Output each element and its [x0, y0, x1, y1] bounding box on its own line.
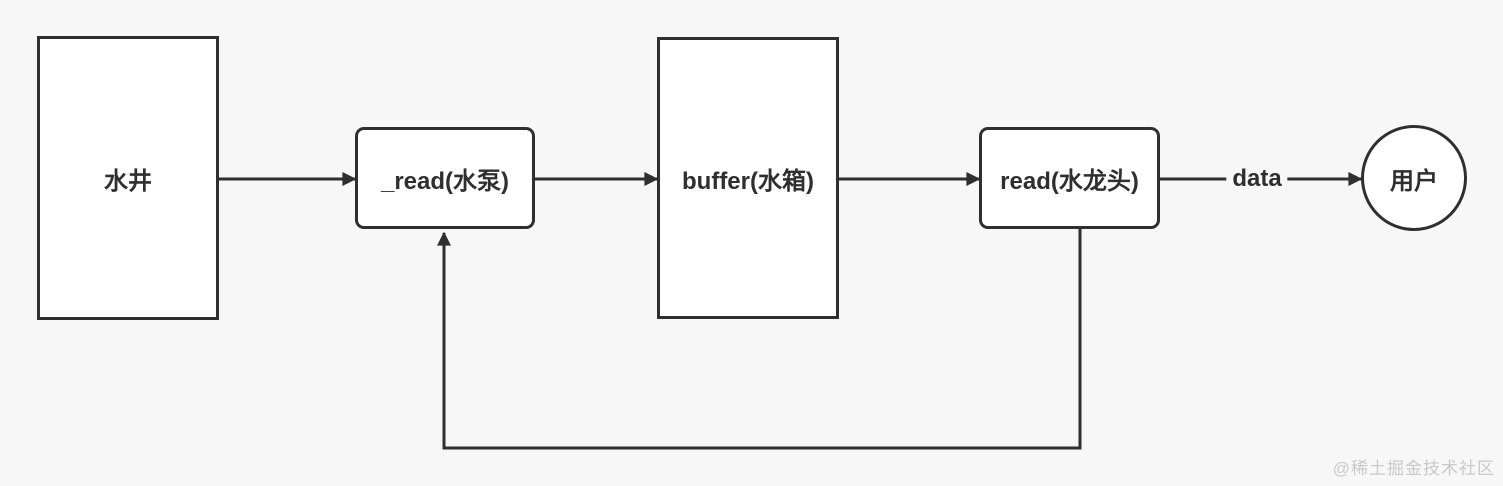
node-user: 用户 [1361, 125, 1467, 231]
edge-tap-to-pump-feedback [437, 228, 1082, 450]
node-buffer-tank-label: buffer(水箱) [682, 167, 814, 195]
node-well: 水井 [37, 36, 219, 320]
node-user-label: 用户 [1390, 167, 1438, 195]
node-read-tap-label: read(水龙头) [1000, 167, 1139, 195]
node-read-pump: _read(水泵) [355, 127, 535, 229]
node-read-pump-label: _read(水泵) [380, 167, 510, 195]
edge-data-label: data [1226, 165, 1288, 193]
node-buffer-tank: buffer(水箱) [657, 37, 839, 319]
node-read-tap: read(水龙头) [979, 127, 1160, 229]
node-well-label: 水井 [104, 167, 152, 195]
watermark-text: @稀土掘金技术社区 [1332, 459, 1495, 478]
